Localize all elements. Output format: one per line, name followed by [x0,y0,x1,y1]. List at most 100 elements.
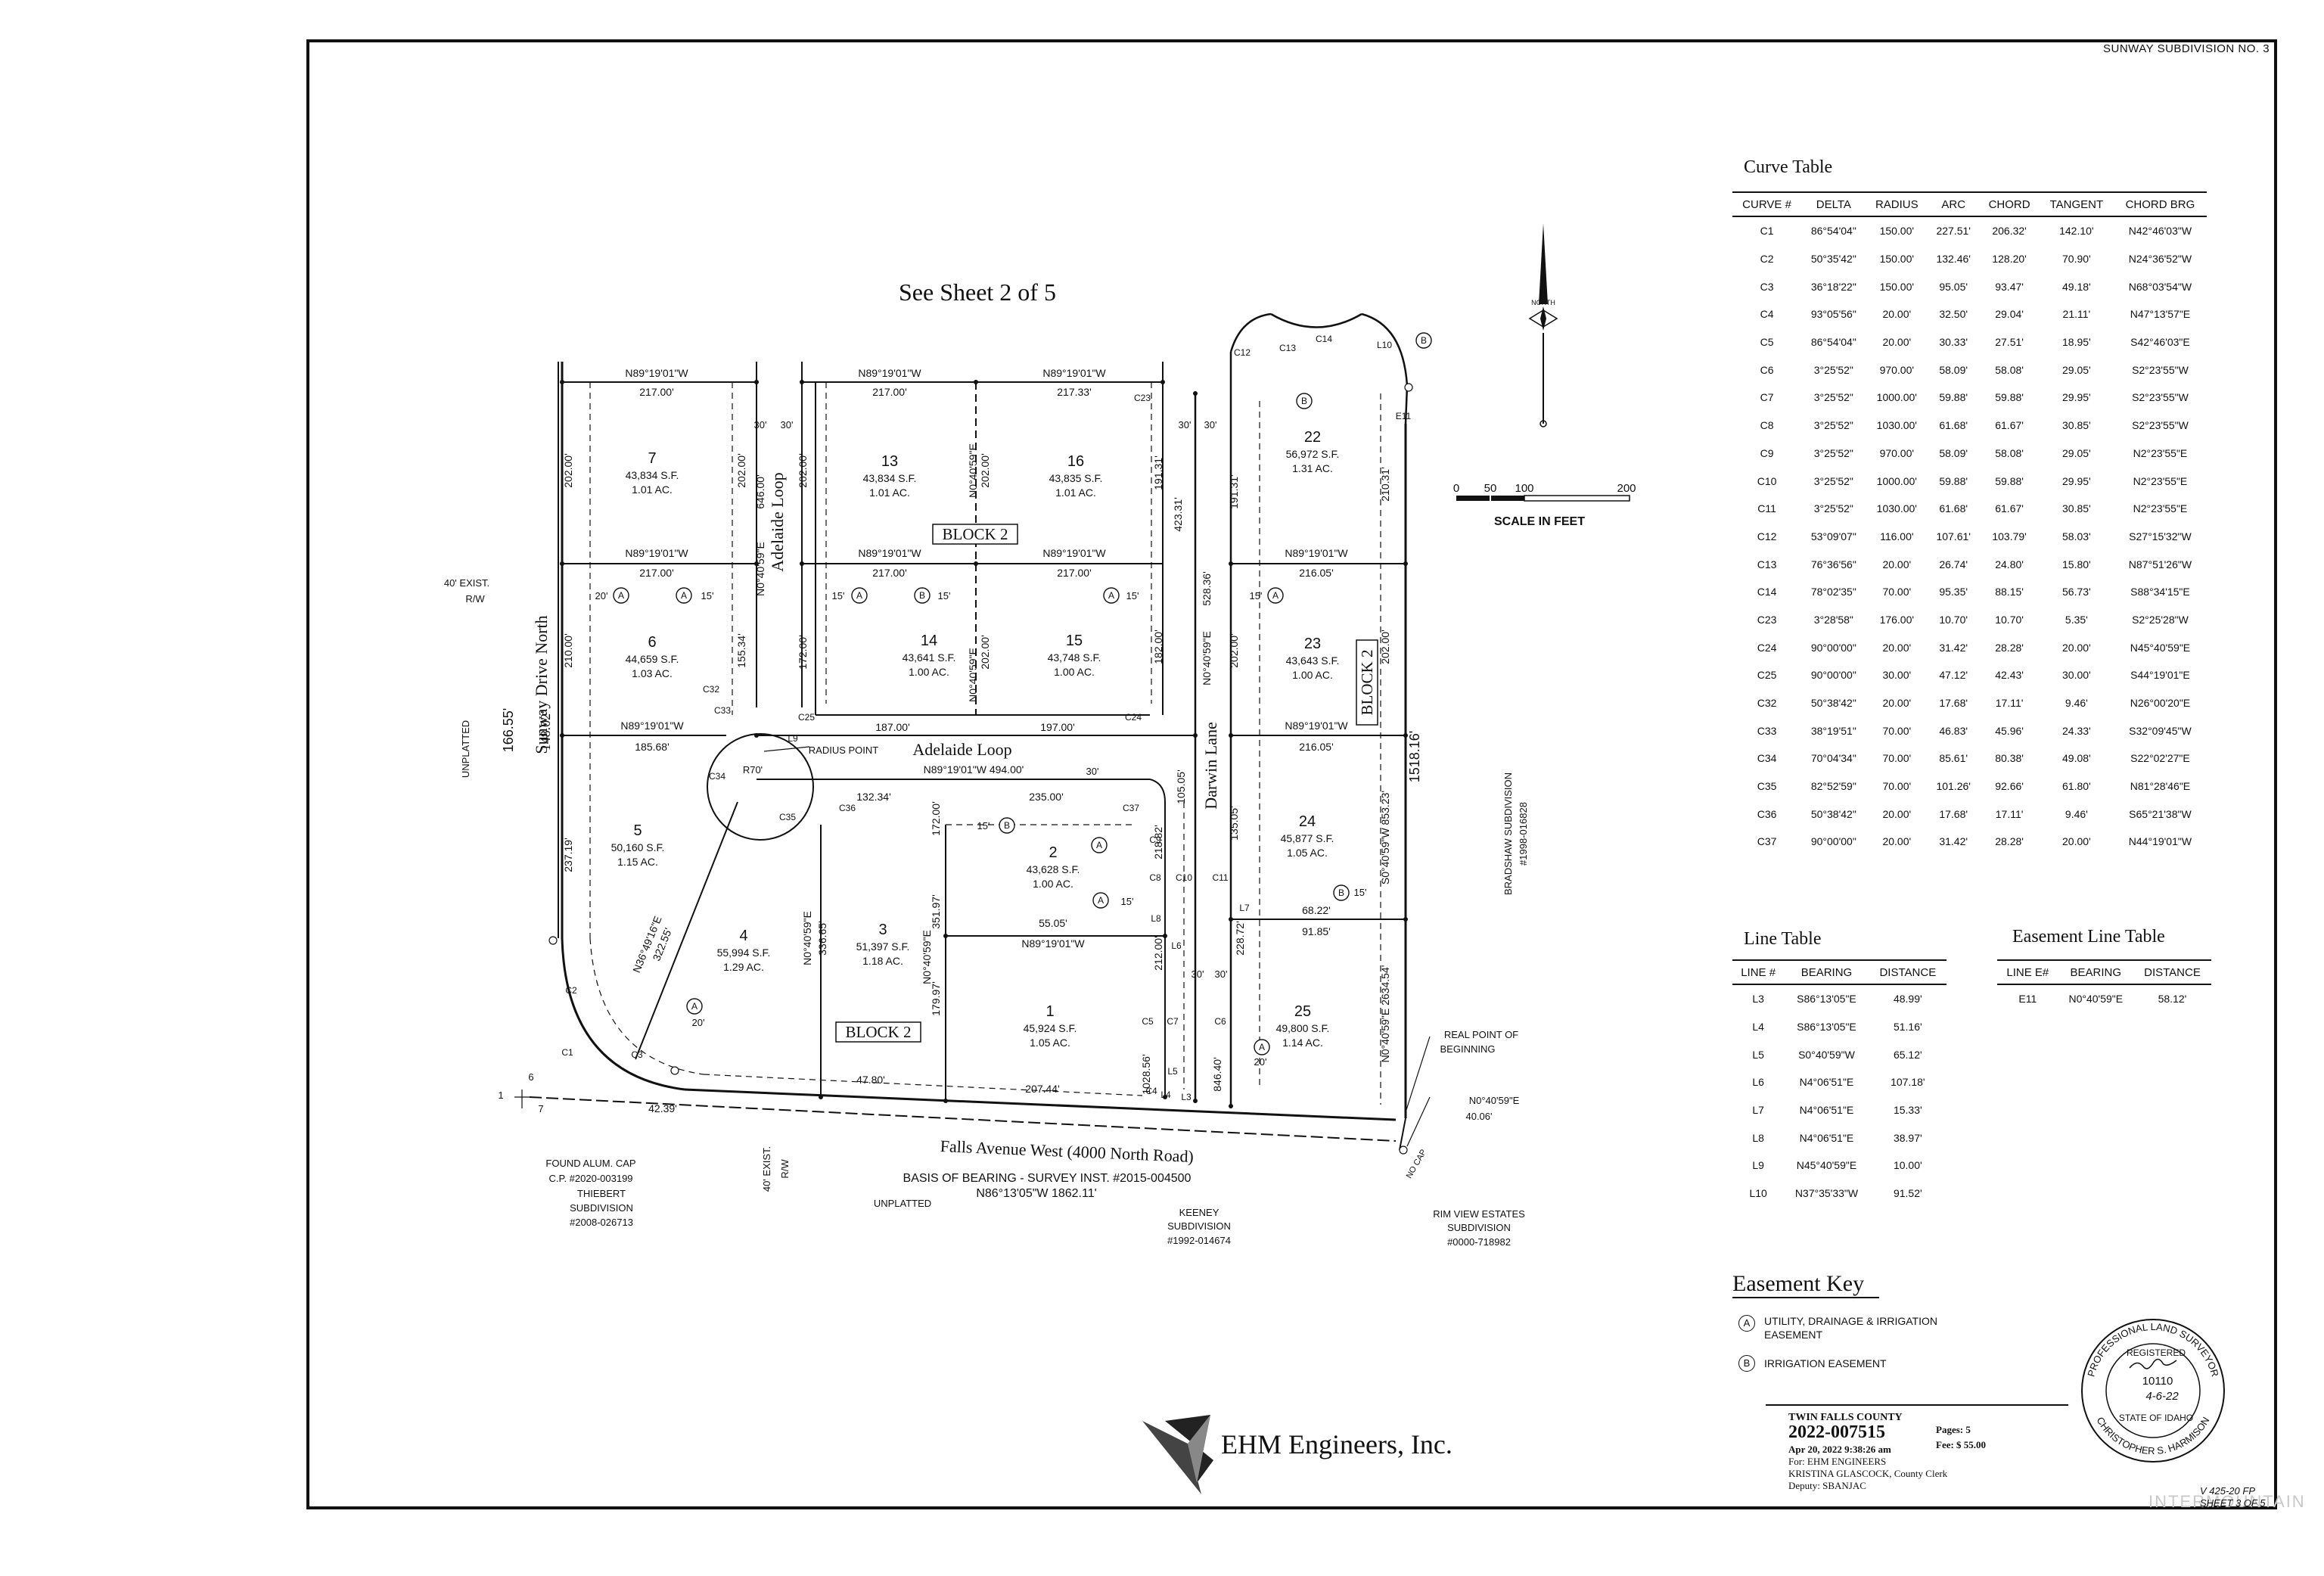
lot-15: 15 43,748 S.F.1.00 AC. [1048,633,1101,678]
svg-text:43,628 S.F.: 43,628 S.F. [1027,863,1080,875]
svg-text:210.31': 210.31' [1379,467,1391,502]
table-cell: C8 [1760,419,1774,432]
table-cell: 30.33' [1939,336,1968,349]
svg-text:#1992-014674: #1992-014674 [1167,1235,1231,1246]
table-cell: 61.68' [1939,419,1968,432]
svg-text:15': 15' [832,590,845,601]
svg-text:43,834 S.F.: 43,834 S.F. [626,469,679,481]
recording-stamp: TWIN FALLS COUNTY 2022-007515 Apr 20, 20… [1766,1404,2068,1497]
svg-text:15: 15 [1066,633,1083,649]
svg-text:1.00 AC.: 1.00 AC. [1033,878,1073,890]
lot-14: 14 43,641 S.F.1.00 AC. [903,633,956,678]
table-cell: 150.00' [1879,280,1915,293]
table-cell: S86°13'05"E [1797,1021,1856,1034]
svg-text:1.15 AC.: 1.15 AC. [617,856,658,868]
svg-text:24: 24 [1299,813,1316,830]
svg-text:202.00': 202.00' [562,453,574,488]
svg-text:23: 23 [1304,636,1321,652]
table-cell: S27°15'32"W [2129,530,2192,542]
svg-text:N0°40'59"E 2634.54': N0°40'59"E 2634.54' [1379,965,1391,1063]
table-cell: 82°52'59" [1810,780,1856,793]
table-cell: S44°19'01"E [2130,669,2190,682]
svg-text:C5: C5 [1142,1016,1154,1027]
easement-key-title: Easement Key [1732,1271,1880,1298]
table-cell: C1 [1760,225,1774,238]
table-cell: N2°23'55"E [2133,474,2188,487]
table-cell: 128.20' [1992,253,2027,266]
table-cell: C11 [1757,502,1776,515]
svg-text:N89°19'01"W: N89°19'01"W [625,367,688,379]
svg-text:3: 3 [878,922,887,938]
svg-text:N89°19'01"W: N89°19'01"W [1042,367,1106,379]
table-cell: 36°18'22" [1810,280,1856,293]
svg-text:B: B [1338,887,1344,898]
svg-text:43,643 S.F.: 43,643 S.F. [1286,654,1340,667]
svg-text:L3: L3 [1181,1092,1192,1102]
table-cell: N47°13'57"E [2130,308,2191,321]
svg-text:4: 4 [739,928,747,944]
svg-text:179.97': 179.97' [930,981,942,1016]
svg-text:202.00': 202.00' [1379,629,1391,664]
table-cell: 3°25'52" [1813,391,1853,404]
svg-text:N0°40'59"E: N0°40'59"E [754,542,766,596]
table-cell: 132.46' [1936,253,1971,266]
table-cell: 61.67' [1995,419,2024,432]
table-cell: 93°05'56" [1810,308,1856,321]
company-name: EHM Engineers, Inc. [1221,1429,1452,1459]
table-cell: 1030.00' [1876,502,1917,515]
svg-text:45,877 S.F.: 45,877 S.F. [1281,832,1334,844]
lot-13: 13 43,834 S.F.1.01 AC. [863,453,917,499]
see-sheet-note: See Sheet 2 of 5 [899,278,1056,306]
svg-text:20': 20' [692,1017,705,1028]
table-cell: 61.67' [1995,502,2024,515]
svg-text:C11: C11 [1212,872,1228,883]
table-cell: 150.00' [1879,253,1915,266]
table-cell: 48.99' [1893,993,1922,1006]
table-cell: L7 [1752,1104,1764,1117]
svg-text:30': 30' [1204,419,1217,431]
table-cell: 58.09' [1939,446,1968,459]
lot-4: 4 55,994 S.F.1.29 AC. [717,928,771,973]
table-cell: 1000.00' [1876,391,1917,404]
table-cell: 59.88' [1939,391,1968,404]
svg-text:1.01 AC.: 1.01 AC. [632,483,673,496]
table-cell: 3°25'52" [1813,502,1853,515]
table-cell: C37 [1757,835,1777,848]
svg-text:172.00': 172.00' [930,801,942,836]
table-cell: 51.16' [1893,1021,1922,1034]
table-cell: 70.00' [1882,724,1912,737]
table-cell: C34 [1757,752,1777,765]
svg-text:N89°19'01"W: N89°19'01"W [858,547,921,559]
table-cell: C25 [1757,669,1777,682]
table-cell: 58.09' [1939,363,1968,376]
svg-text:2: 2 [1049,844,1057,861]
table-cell: 53°09'07" [1810,530,1856,542]
svg-text:217.00': 217.00' [639,386,674,398]
svg-text:1.00 AC.: 1.00 AC. [1054,666,1095,678]
table-cell: C32 [1757,697,1777,710]
svg-text:30': 30' [1179,419,1192,431]
table-cell: 91.52' [1893,1187,1922,1200]
svg-text:1518.16': 1518.16' [1407,731,1422,783]
table-cell: 85.61' [1939,752,1968,765]
table-cell: C5 [1760,336,1774,349]
table-cell: 59.88' [1939,474,1968,487]
svg-text:43,641 S.F.: 43,641 S.F. [903,651,956,664]
table-cell: 15.80' [2062,558,2091,570]
street-darwin-lane: Darwin Lane [1201,722,1220,809]
ehm-logo-icon [1142,1415,1213,1494]
svg-text:51,397 S.F.: 51,397 S.F. [856,940,910,953]
table-cell: 17.68' [1939,807,1968,820]
lot-23: 23 43,643 S.F.1.00 AC. [1286,636,1340,681]
table-cell: 3°25'52" [1813,419,1853,432]
table-cell: 90°00'00" [1810,835,1856,848]
svg-text:C14: C14 [1316,334,1332,344]
svg-text:1.00 AC.: 1.00 AC. [909,666,949,678]
street-adelaide-loop: Adelaide Loop [768,472,787,571]
